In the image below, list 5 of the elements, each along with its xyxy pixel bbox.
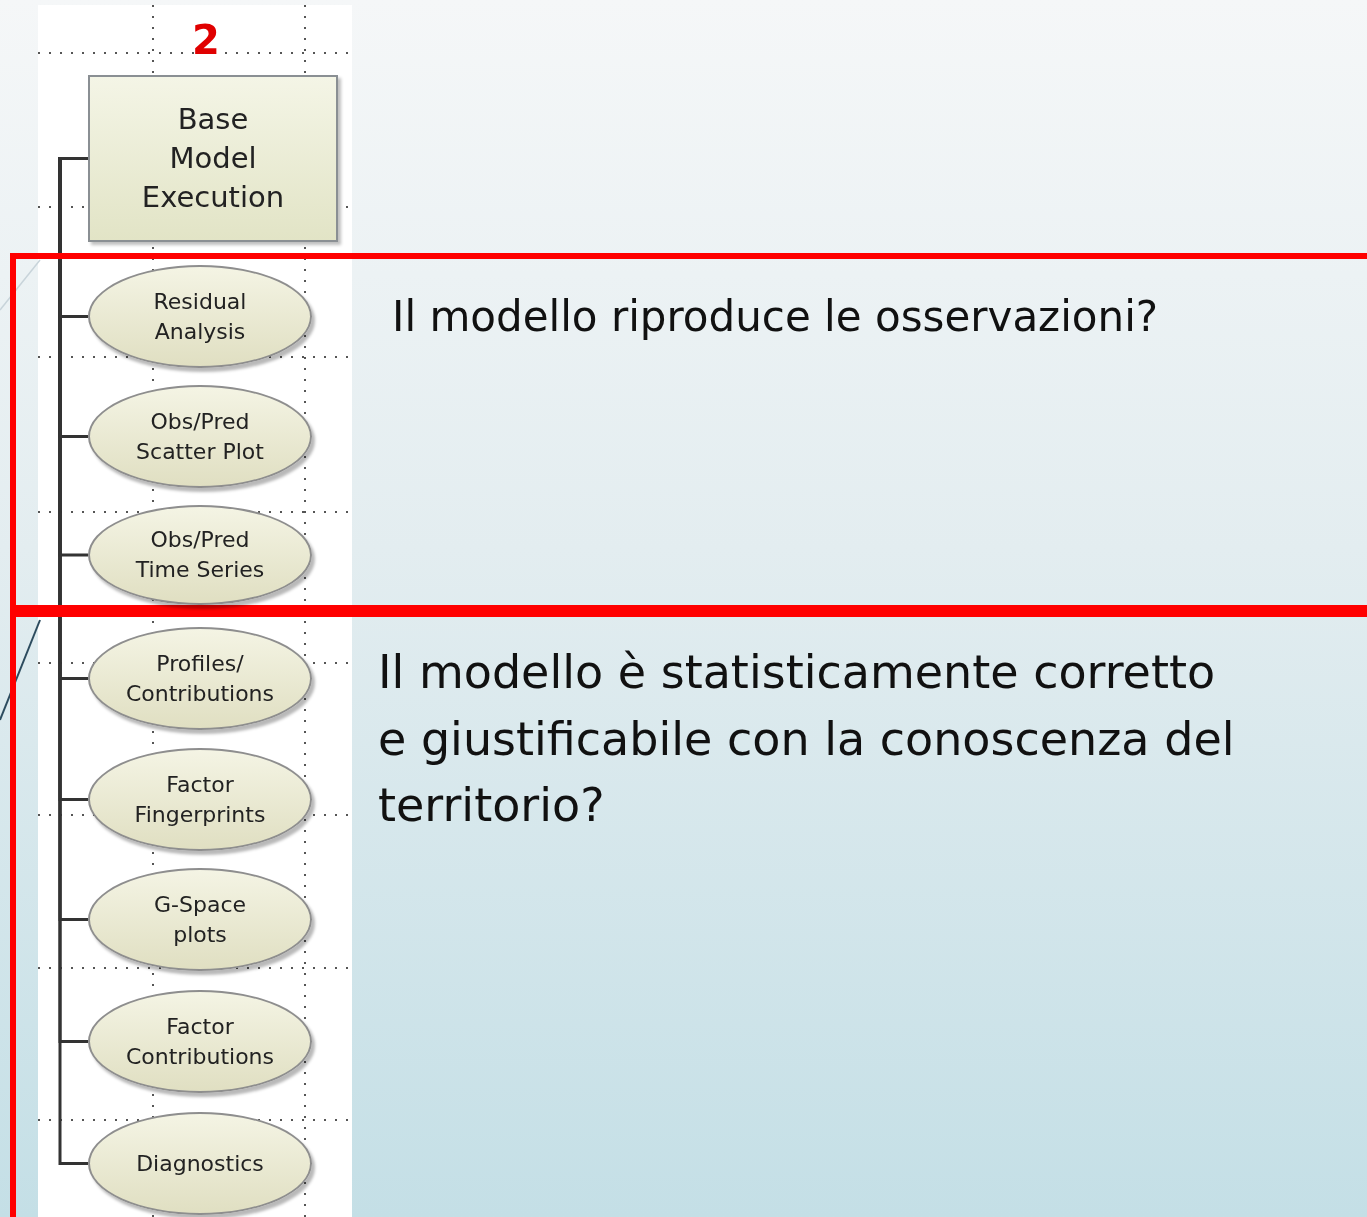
question-text: Il modello è statisticamente corretto e giustificabile con la conoscenza del territorio? [378, 644, 1236, 835]
highlight-frame [10, 253, 1367, 611]
step-number: 2 [192, 20, 220, 60]
question-text: Il modello riproduce le osservazioni? [392, 291, 1160, 343]
highlight-frame [10, 611, 1367, 1217]
